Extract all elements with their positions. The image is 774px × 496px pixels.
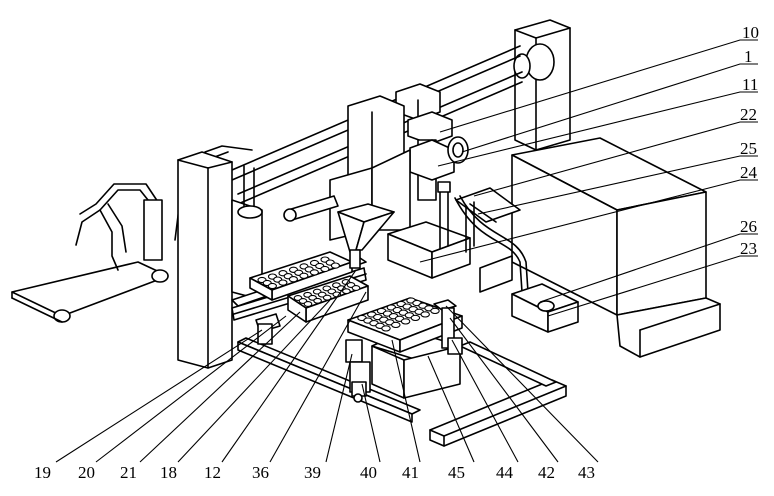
tray-hole — [430, 307, 440, 315]
right-table — [387, 181, 529, 293]
label-36: 36 — [252, 463, 269, 482]
tray-hole — [278, 279, 288, 286]
tray-hole — [400, 318, 411, 325]
tray-hole — [320, 265, 330, 273]
small-box — [479, 255, 579, 333]
tray-hole — [420, 311, 430, 318]
tray-hole — [381, 325, 391, 332]
labels-bottom: 19 20 21 18 12 36 39 40 41 45 44 42 43 — [34, 463, 595, 482]
label-18: 18 — [160, 463, 177, 482]
label-12: 12 — [204, 463, 221, 482]
tray-lower-holes — [357, 297, 440, 332]
tray-hole — [313, 297, 322, 304]
label-41: 41 — [402, 463, 419, 482]
label-23: 23 — [740, 239, 757, 258]
tray-hole — [410, 314, 421, 322]
lift-bracket — [433, 299, 463, 355]
label-11: 11 — [742, 75, 758, 94]
tray-hole — [309, 269, 319, 276]
leader-lines-bottom — [55, 269, 599, 463]
cabinet — [511, 137, 721, 358]
rear-post — [513, 19, 571, 151]
label-26: 26 — [740, 217, 757, 236]
label-19: 19 — [34, 463, 51, 482]
leader-lines-right — [419, 39, 758, 317]
label-20: 20 — [78, 463, 95, 482]
tray-upper-holes — [257, 256, 340, 290]
label-10: 10 — [742, 23, 759, 42]
label-24: 24 — [740, 163, 758, 182]
labels-right: 10 1 11 22 25 24 26 23 — [740, 23, 759, 258]
label-42: 42 — [538, 463, 555, 482]
tray-hole — [267, 282, 277, 290]
label-21: 21 — [120, 463, 137, 482]
tray-hole — [288, 276, 298, 283]
tray-hole — [303, 301, 313, 307]
left-frame — [177, 151, 339, 369]
label-22: 22 — [740, 105, 757, 124]
tray-hole — [299, 272, 309, 279]
label-25: 25 — [740, 139, 757, 158]
label-44: 44 — [496, 463, 514, 482]
funnel — [337, 203, 395, 269]
left-conveyor — [11, 261, 169, 323]
label-45: 45 — [448, 463, 465, 482]
tray-hole — [342, 288, 351, 295]
tray-hole — [330, 262, 340, 269]
label-40: 40 — [360, 463, 377, 482]
label-43: 43 — [578, 463, 595, 482]
tray-hole — [391, 321, 401, 329]
label-39: 39 — [304, 463, 321, 482]
tray-hole — [322, 294, 332, 301]
label-1: 1 — [744, 47, 753, 66]
tray-hole — [351, 285, 361, 291]
